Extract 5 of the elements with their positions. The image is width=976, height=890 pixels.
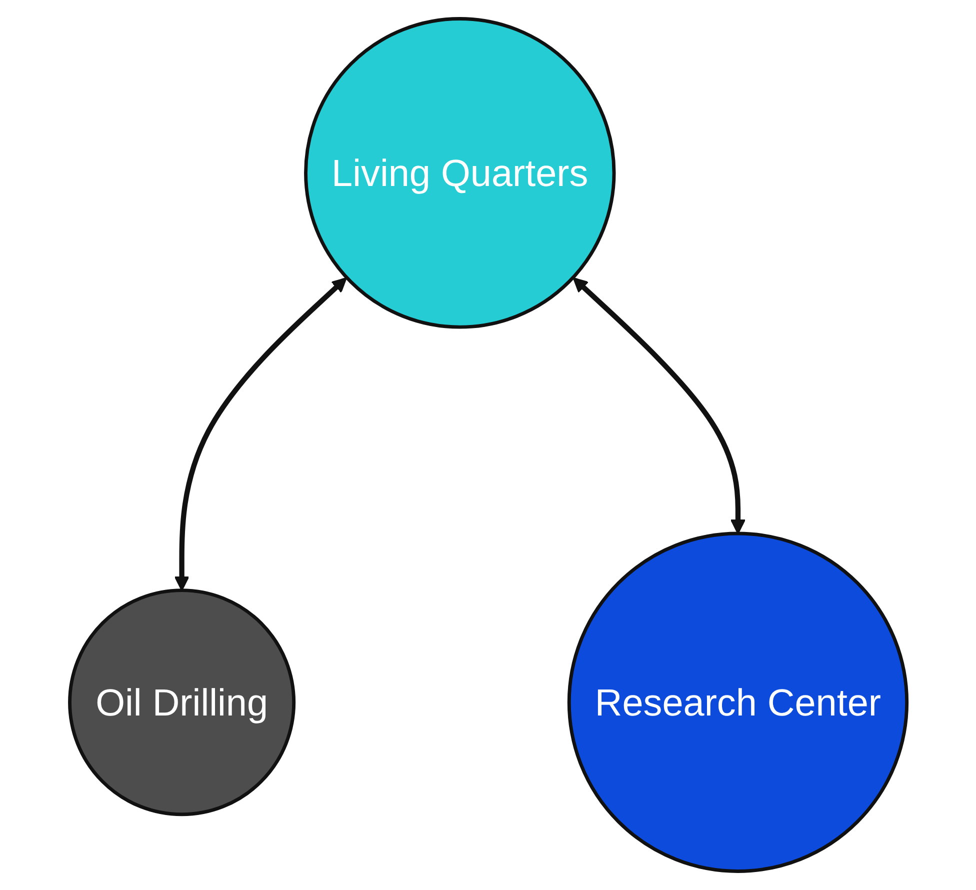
node-circle: Research Center (567, 532, 908, 873)
arrow (174, 277, 347, 591)
node-circle: Oil Drilling (68, 588, 296, 816)
node-circle: Living Quarters (304, 17, 616, 329)
arrow (572, 277, 746, 534)
